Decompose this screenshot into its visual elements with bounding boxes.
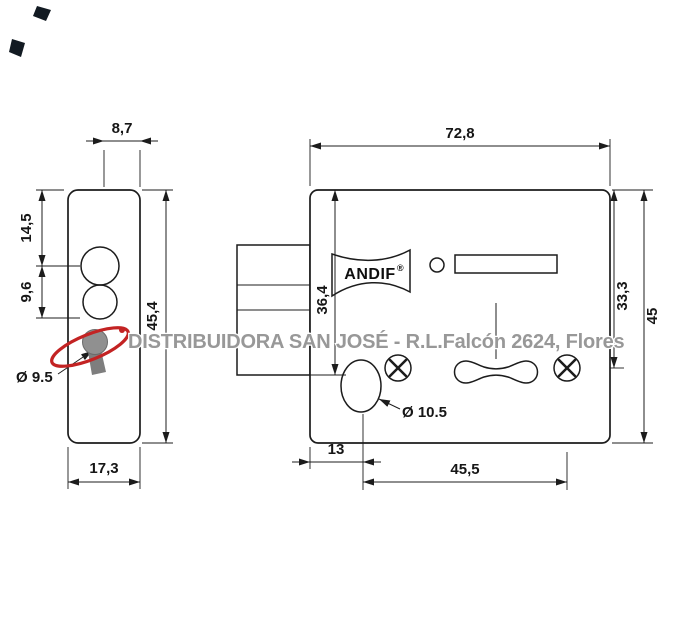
brand-ribbon [331, 248, 411, 298]
front-small-hole [429, 257, 445, 273]
side-view [67, 189, 141, 444]
front-screw-left [384, 354, 412, 382]
dim-front-left-height: 36,4 [310, 190, 346, 376]
dim-front-inner-height: 33,3 [610, 190, 631, 369]
dim-front-center-offset-label: 45,5 [450, 461, 479, 478]
dim-front-hole-diameter: Ø 10.5 [378, 398, 447, 421]
watermark-logo-orbit-dot [119, 327, 125, 333]
dim-side-top-width: 8,7 [86, 120, 158, 187]
brand-registered-mark: ® [397, 263, 404, 273]
brand-logo: ANDIF ® [331, 248, 411, 298]
dim-side-hole-diameter-label: Ø 9.5 [16, 369, 53, 386]
corner-mark-bottom [9, 39, 25, 57]
side-cylinder-lower-circle [82, 284, 118, 320]
dim-front-hole-diameter-label: Ø 10.5 [402, 404, 447, 421]
dim-front-center-offset: 45,5 [363, 452, 568, 490]
corner-mark-top [33, 6, 51, 21]
dim-front-inner-height-label: 33,3 [614, 281, 631, 310]
corner-marks [9, 6, 51, 57]
dim-side-lower-offset: 9,6 [18, 266, 80, 319]
side-body-outline [67, 189, 141, 444]
dim-front-height: 45 [612, 189, 661, 444]
front-key-cutout [453, 360, 539, 384]
dim-side-height-label: 45,4 [144, 301, 161, 331]
dim-side-height: 45,4 [142, 189, 173, 444]
front-screw-right [553, 354, 581, 382]
front-slot [454, 254, 558, 274]
watermark-text: DISTRIBUIDORA SAN JOSÉ - R.L.Falcón 2624… [128, 330, 625, 353]
dim-side-bottom-width: 17,3 [67, 447, 141, 489]
front-mount-hole [340, 359, 382, 413]
dim-side-upper-offset-label: 14,5 [18, 213, 35, 242]
dim-side-bottom-width-label: 17,3 [89, 460, 118, 477]
front-body-outline [309, 189, 611, 444]
brand-name-label: ANDIF [344, 266, 395, 283]
watermark-logo [50, 326, 130, 375]
dim-side-top-width-label: 8,7 [112, 120, 133, 137]
dim-front-hole-offset-label: 13 [328, 441, 345, 458]
dim-front-width: 72,8 [309, 125, 611, 186]
dim-front-width-label: 72,8 [445, 125, 474, 142]
watermark: DISTRIBUIDORA SAN JOSÉ - R.L.Falcón 2624… [50, 326, 626, 375]
dim-side-lower-offset-label: 9,6 [18, 282, 35, 303]
front-view: ANDIF ® [236, 189, 611, 444]
dim-front-left-height-label: 36,4 [314, 285, 331, 315]
dim-front-hole-offset: 13 [292, 414, 381, 490]
dim-side-hole-diameter: Ø 9.5 [16, 350, 93, 386]
dim-front-height-label: 45 [644, 308, 661, 325]
watermark-logo-orbit [50, 326, 130, 368]
